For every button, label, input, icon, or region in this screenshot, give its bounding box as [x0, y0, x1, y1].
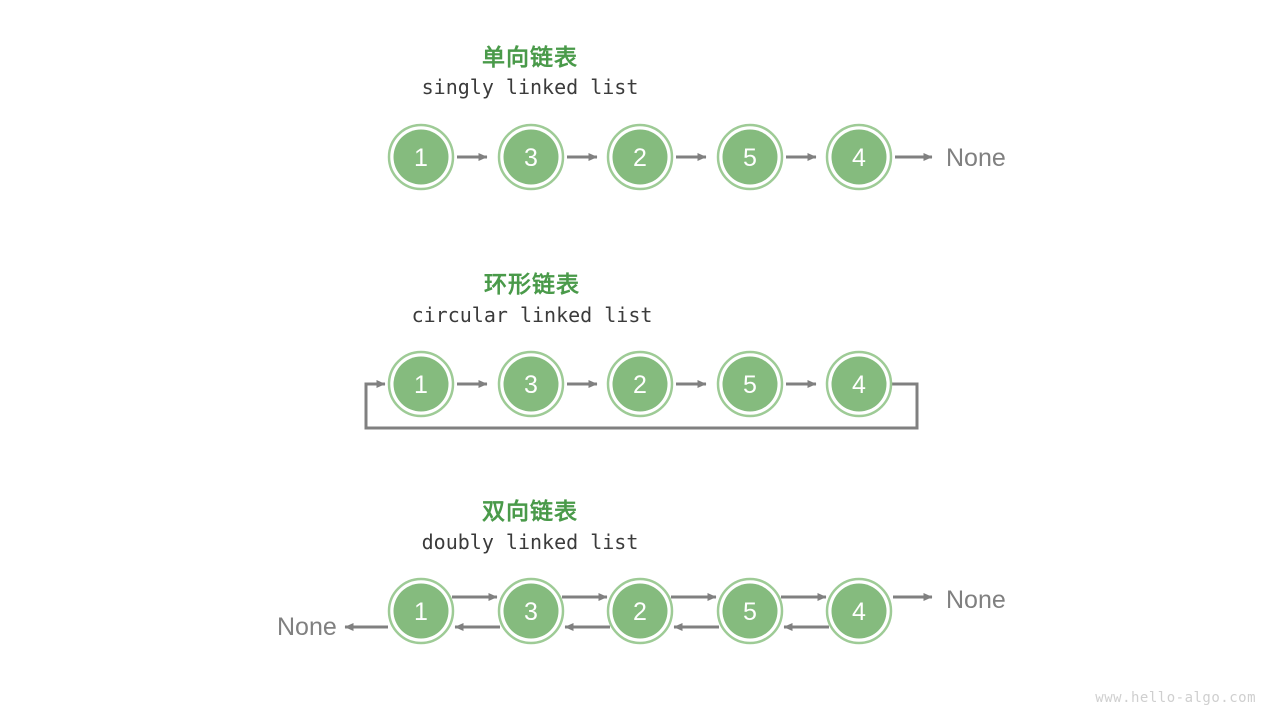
node-value: 4	[852, 144, 866, 172]
node-value: 2	[633, 144, 647, 172]
node-value: 1	[414, 371, 428, 399]
node-value: 5	[743, 144, 757, 172]
circular-node-2: 3	[497, 350, 565, 418]
circular-node-4: 5	[716, 350, 784, 418]
singly-node-5: 4	[825, 123, 893, 191]
singly-tail-none-label: None	[946, 144, 1006, 172]
circular-list-cn-title: 环形链表	[484, 271, 580, 297]
node-value: 2	[633, 598, 647, 626]
node-value: 1	[414, 598, 428, 626]
circular-arrows	[364, 380, 919, 430]
doubly-tail-none-label: None	[946, 586, 1006, 614]
node-value: 5	[743, 598, 757, 626]
doubly-linked-list-group: 1 3 2 5 4	[344, 577, 933, 645]
site-watermark: www.hello-algo.com	[1095, 690, 1256, 706]
doubly-node-4: 5	[716, 577, 784, 645]
doubly-list-cn-title: 双向链表	[482, 498, 578, 524]
node-value: 4	[852, 598, 866, 626]
doubly-node-5: 4	[825, 577, 893, 645]
singly-linked-list-group: 1 3 2 5 4	[387, 123, 933, 191]
singly-node-2: 3	[497, 123, 565, 191]
circular-list-en-title: circular linked list	[411, 303, 653, 327]
singly-node-1: 1	[387, 123, 455, 191]
singly-list-cn-title: 单向链表	[482, 44, 578, 70]
node-value: 3	[524, 598, 538, 626]
circular-node-3: 2	[606, 350, 674, 418]
doubly-node-2: 3	[497, 577, 565, 645]
node-value: 1	[414, 144, 428, 172]
arrow-tail-loop-back-to-head	[364, 380, 919, 430]
singly-list-en-title: singly linked list	[421, 75, 639, 99]
circular-node-1: 1	[387, 350, 455, 418]
singly-node-3: 2	[606, 123, 674, 191]
node-value: 5	[743, 371, 757, 399]
doubly-node-1: 1	[387, 577, 455, 645]
doubly-node-3: 2	[606, 577, 674, 645]
node-value: 3	[524, 144, 538, 172]
node-value: 3	[524, 371, 538, 399]
circular-linked-list-group: 1 3 2 5 4	[364, 350, 919, 430]
node-value: 4	[852, 371, 866, 399]
doubly-head-none-label: None	[277, 613, 337, 641]
doubly-list-en-title: doubly linked list	[421, 530, 639, 554]
circular-node-5: 4	[825, 350, 893, 418]
node-value: 2	[633, 371, 647, 399]
singly-node-4: 5	[716, 123, 784, 191]
